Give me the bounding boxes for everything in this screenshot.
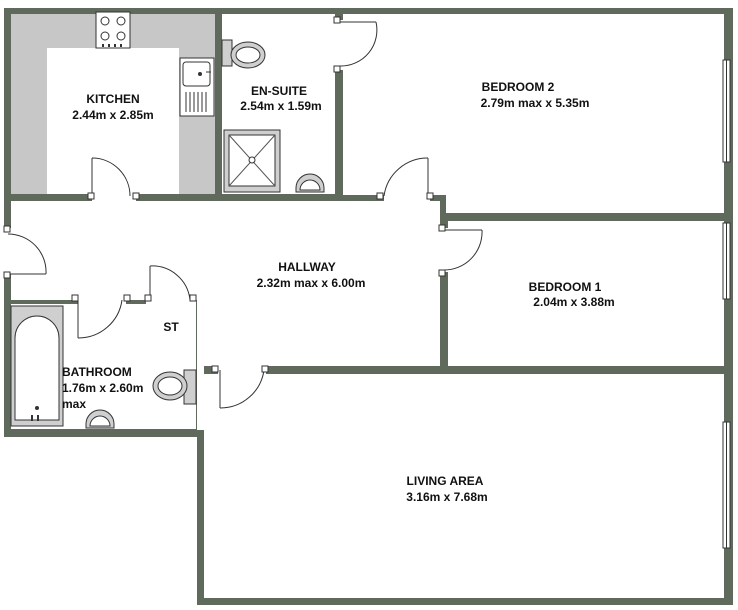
- doors: [3, 16, 483, 409]
- store-door-icon: [144, 265, 197, 302]
- ensuite-fixtures: [221, 39, 325, 193]
- windows: [722, 59, 731, 549]
- bath-drain-icon: [35, 406, 39, 410]
- hob-ring-icon: [116, 31, 126, 41]
- living-floor: [204, 374, 724, 598]
- bedroom2-floor: [343, 14, 724, 213]
- bedroom2-door-gap: [384, 192, 430, 203]
- bathroom-toilet-seat-icon: [157, 376, 183, 396]
- ensuite-toilet-seat-icon: [235, 46, 261, 64]
- store-door-gap: [150, 297, 192, 303]
- shower-drain-icon: [248, 156, 256, 164]
- bathroom-name: BATHROOM: [62, 365, 132, 379]
- sink-drain-icon: [198, 72, 202, 76]
- hob-controls-icon: [102, 44, 122, 47]
- bathroom-size-note: max: [62, 397, 86, 411]
- kitchen-door-gap: [92, 192, 136, 203]
- door-openings: [3, 20, 450, 376]
- ensuite-basin-bowl-icon: [299, 179, 321, 191]
- hob-icon: [95, 11, 131, 49]
- kitchen-counters: [11, 11, 215, 194]
- bathroom-size: 1.76m x 2.60m: [62, 381, 143, 395]
- kitchen-name: KITCHEN: [86, 92, 139, 106]
- ensuite-cistern-icon: [221, 39, 233, 67]
- store-name: ST: [163, 320, 179, 334]
- entrance-door-icon: [3, 225, 47, 279]
- ensuite-size: 2.54m x 1.59m: [240, 99, 321, 113]
- room-labels: KITCHEN 2.44m x 2.85m EN-SUITE 2.54m x 1…: [62, 80, 615, 504]
- hallway-floor: [11, 201, 440, 430]
- bedroom2-size: 2.79m max x 5.35m: [481, 96, 590, 110]
- bedroom2-door-icon: [376, 157, 434, 200]
- hob-ring-icon: [100, 31, 110, 41]
- hallway-size: 2.32m max x 6.00m: [257, 276, 366, 290]
- bathroom-basin-bowl-icon: [89, 415, 111, 427]
- bedroom1-size: 2.04m x 3.88m: [533, 295, 614, 309]
- entrance-door-gap: [3, 228, 13, 274]
- bedroom1-name: BEDROOM 1: [529, 280, 602, 294]
- bedroom1-floor: [448, 221, 724, 366]
- bedroom2-name: BEDROOM 2: [482, 80, 555, 94]
- ensuite-door-icon: [333, 16, 378, 73]
- drainer-icon: [185, 92, 207, 112]
- kitchen-worktop: [11, 14, 215, 194]
- living-size: 3.16m x 7.68m: [406, 490, 487, 504]
- hob-ring-icon: [116, 16, 126, 26]
- hob-ring-icon: [100, 16, 110, 26]
- ensuite-name: EN-SUITE: [251, 84, 307, 98]
- bath-taps-icon: [31, 415, 39, 421]
- bathroom-door-gap: [78, 296, 126, 306]
- bedroom1-door-icon: [438, 224, 483, 277]
- sink-bowl-icon: [182, 61, 211, 87]
- ensuite-door-gap: [333, 20, 345, 70]
- bath-tub-icon: [14, 315, 60, 421]
- kitchen-door-icon: [87, 157, 140, 200]
- hallway-name: HALLWAY: [278, 260, 336, 274]
- living-door-gap: [218, 364, 266, 376]
- living-name: LIVING AREA: [407, 474, 484, 488]
- bathroom-fixtures: [10, 305, 197, 429]
- living-door-icon: [211, 365, 269, 409]
- bathroom-door-icon: [71, 294, 131, 339]
- bedroom1-door-gap: [438, 228, 450, 272]
- kitchen-size: 2.44m x 2.85m: [72, 108, 153, 122]
